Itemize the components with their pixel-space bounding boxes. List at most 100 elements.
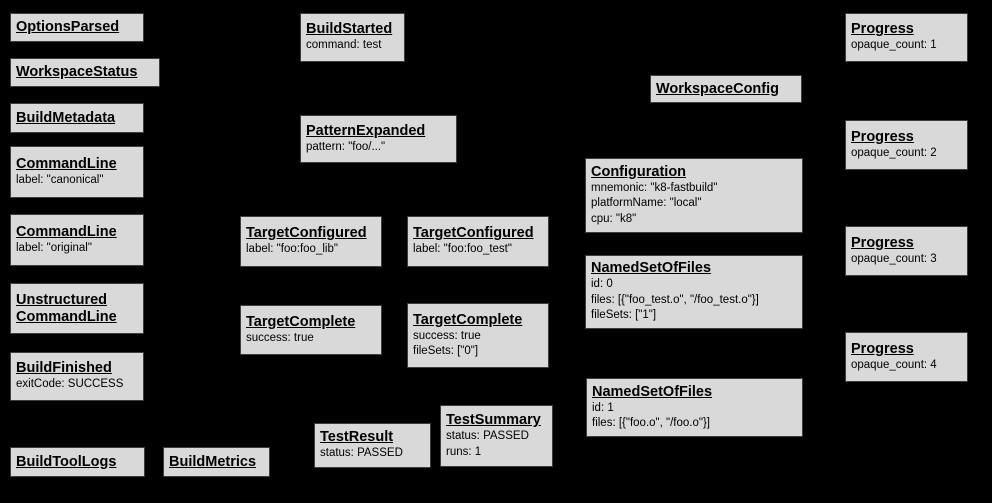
event-title: Unstructured — [16, 292, 138, 309]
event-title-text: TargetComplete — [246, 313, 356, 330]
event-title-text: CommandLine — [16, 223, 117, 240]
event-field: opaque_count: 4 — [851, 358, 937, 371]
event-title: BuildStarted — [306, 21, 399, 38]
event-title-text: Progress — [851, 21, 914, 38]
event-field: opaque_count: 2 — [851, 146, 937, 159]
event-title-text: WorkspaceConfig — [656, 80, 780, 97]
event-title-text: TargetConfigured — [413, 225, 534, 242]
event-field: files: [{"foo_test.o", "/foo_test.o"}] — [591, 293, 759, 306]
event-box-build-metadata: BuildMetadata — [10, 103, 144, 133]
event-field: label: "original" — [16, 241, 92, 254]
event-field: pattern: "foo/..." — [306, 140, 386, 153]
event-title: TargetConfigured — [246, 225, 376, 242]
event-title-text: BuildFinished — [16, 360, 112, 377]
event-title: WorkspaceStatus — [16, 64, 154, 81]
event-title: CommandLine — [16, 309, 138, 326]
event-field: label: "foo:foo_test" — [413, 243, 512, 256]
event-title-text: PatternExpanded — [306, 122, 426, 139]
event-title: Progress — [851, 129, 962, 146]
event-title-text: BuildMetrics — [169, 453, 257, 470]
event-box-options-parsed: OptionsParsed — [10, 13, 144, 42]
event-title-text: TestResult — [320, 429, 394, 446]
event-title-text: BuildToolLogs — [16, 453, 117, 470]
event-title-text: NamedSetOfFiles — [591, 260, 712, 277]
event-field: success: true — [246, 331, 314, 344]
event-field: files: [{"foo.o", "/foo.o"}] — [592, 417, 710, 429]
event-title: Progress — [851, 235, 962, 252]
event-title: Configuration — [591, 164, 797, 181]
event-title-text: Progress — [851, 128, 914, 145]
event-title-text: CommandLine — [16, 155, 117, 172]
event-title-text: CommandLine — [16, 308, 117, 325]
event-title: CommandLine — [16, 156, 138, 173]
event-field: success: true — [413, 329, 481, 342]
event-field: opaque_count: 1 — [851, 39, 937, 52]
event-box-workspace-status: WorkspaceStatus — [10, 58, 160, 87]
event-field: fileSets: ["1"] — [591, 309, 657, 322]
event-title-text: BuildStarted — [306, 21, 393, 38]
event-title: CommandLine — [16, 224, 138, 241]
event-field: cpu: "k8" — [591, 212, 637, 225]
event-title: BuildToolLogs — [16, 454, 139, 471]
event-title-text: Progress — [851, 340, 914, 357]
event-title: Progress — [851, 21, 962, 38]
event-field: mnemonic: "k8-fastbuild" — [591, 181, 718, 194]
event-box-workspace-config: WorkspaceConfig — [650, 75, 802, 103]
event-title-text: TestSummary — [446, 412, 541, 428]
event-title-text: TargetConfigured — [246, 225, 367, 242]
event-field: label: "canonical" — [16, 173, 104, 186]
event-title: NamedSetOfFiles — [592, 384, 797, 401]
event-title: NamedSetOfFiles — [591, 260, 797, 277]
event-field: opaque_count: 3 — [851, 252, 937, 265]
event-box-test-summary: TestSummary status: PASSED runs: 1 — [440, 405, 553, 467]
event-field: label: "foo:foo_lib" — [246, 243, 338, 256]
event-field: platformName: "local" — [591, 197, 702, 210]
event-title: OptionsParsed — [16, 19, 138, 36]
event-field: status: PASSED — [320, 447, 403, 460]
event-title: BuildMetrics — [169, 454, 264, 471]
event-title-text: WorkspaceStatus — [16, 64, 138, 80]
event-box-build-metrics: BuildMetrics — [163, 447, 270, 477]
event-title-text: BuildMetadata — [16, 109, 116, 126]
event-title-text: Unstructured — [16, 291, 108, 308]
event-title: TestResult — [320, 429, 425, 446]
event-title: TargetConfigured — [413, 225, 543, 242]
event-title: BuildFinished — [16, 360, 138, 377]
event-field: fileSets: ["0"] — [413, 345, 479, 357]
event-title: BuildMetadata — [16, 110, 138, 127]
event-title-text: Configuration — [591, 163, 687, 180]
event-box-build-tool-logs: BuildToolLogs — [10, 447, 145, 477]
event-title: TargetComplete — [413, 312, 543, 329]
event-field: command: test — [306, 39, 382, 52]
event-field: status: PASSED — [446, 430, 529, 442]
event-field: id: 1 — [592, 401, 614, 414]
event-title: TestSummary — [446, 412, 547, 429]
event-title-text: NamedSetOfFiles — [592, 383, 713, 400]
event-title: Progress — [851, 341, 962, 358]
event-field: exitCode: SUCCESS — [16, 378, 124, 391]
event-title: TargetComplete — [246, 314, 376, 331]
event-title: WorkspaceConfig — [656, 81, 796, 98]
event-field: runs: 1 — [446, 445, 482, 458]
event-title-text: Progress — [851, 234, 914, 251]
event-title-text: OptionsParsed — [16, 19, 120, 35]
